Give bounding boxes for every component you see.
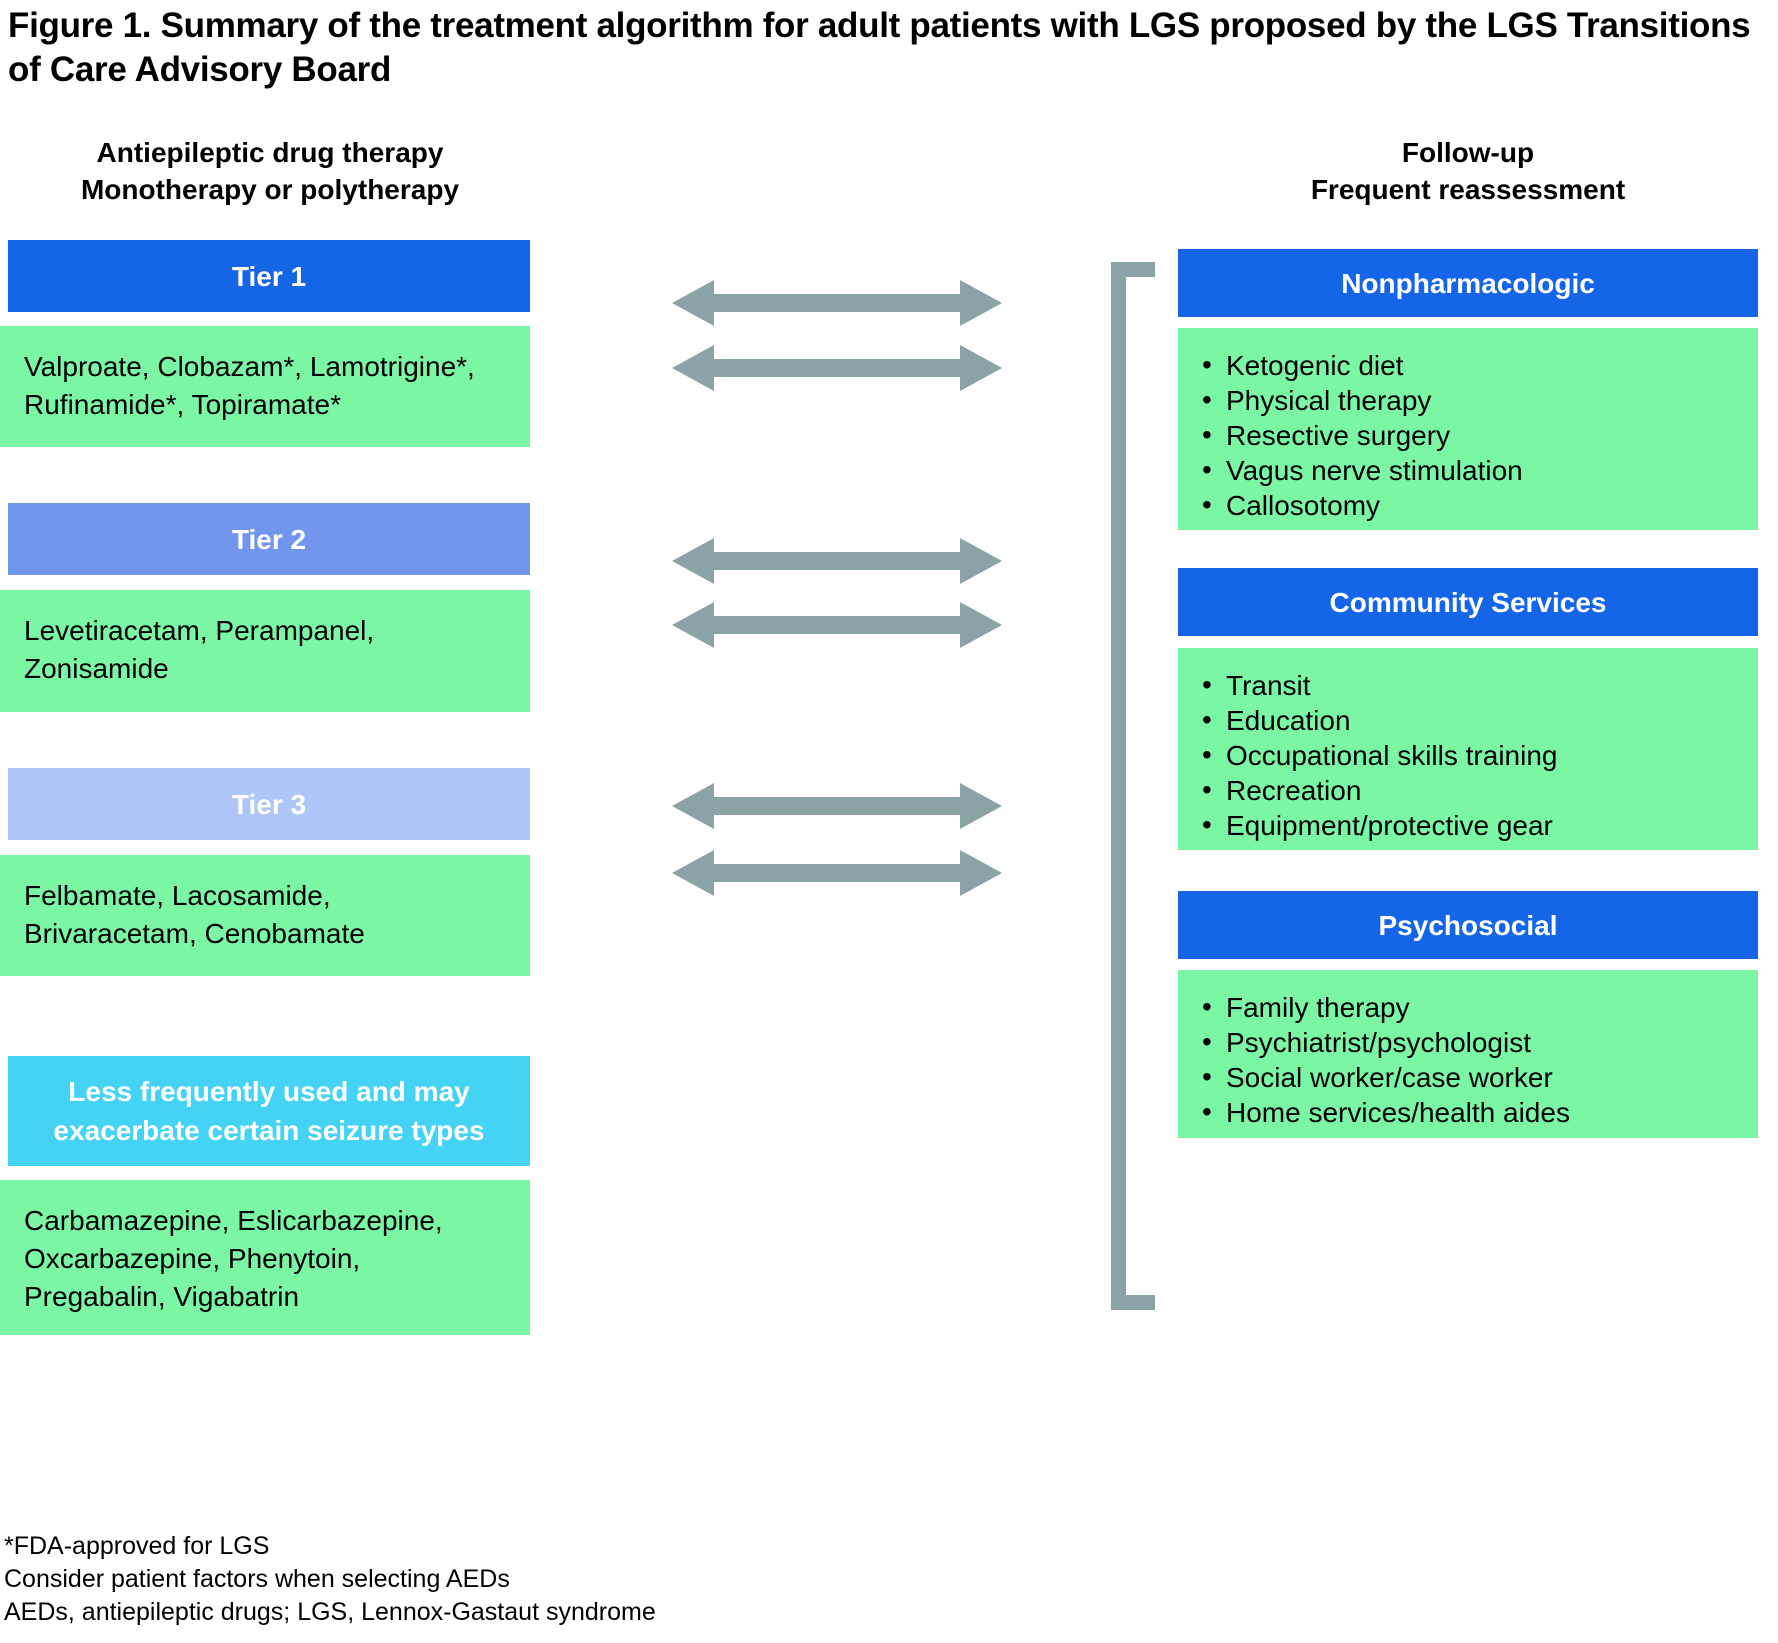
- nonpharmacologic-list-box: Ketogenic diet Physical therapy Resectiv…: [1178, 328, 1758, 530]
- double-arrow-icon: [672, 850, 1002, 896]
- community-services-list-box: Transit Education Occupational skills tr…: [1178, 648, 1758, 850]
- psychosocial-list: Family therapy Psychiatrist/psychologist…: [1178, 970, 1758, 1130]
- less-frequently-used-title: Less frequently used and may exacerbate …: [8, 1056, 530, 1166]
- psychosocial-header-box: Psychosocial: [1178, 891, 1758, 959]
- double-arrow-icon: [672, 602, 1002, 648]
- double-arrow-icon: [672, 538, 1002, 584]
- list-item: Vagus nerve stimulation: [1200, 452, 1758, 488]
- list-item: Resective surgery: [1200, 417, 1758, 453]
- list-item: Equipment/protective gear: [1200, 807, 1758, 843]
- tier-2-header-box: Tier 2: [8, 503, 530, 575]
- bracket-stem: [1111, 262, 1126, 1310]
- double-arrow-icon: [672, 280, 1002, 326]
- less-frequently-used-header-box: Less frequently used and may exacerbate …: [8, 1056, 530, 1166]
- list-item: Callosotomy: [1200, 487, 1758, 523]
- less-frequently-used-title-line1: Less frequently used and may: [68, 1076, 470, 1107]
- footnotes: *FDA-approved for LGS Consider patient f…: [4, 1530, 904, 1629]
- tier-1-header-box: Tier 1: [8, 240, 530, 312]
- left-column-header: Antiepileptic drug therapy Monotherapy o…: [10, 134, 530, 208]
- psychosocial-list-box: Family therapy Psychiatrist/psychologist…: [1178, 970, 1758, 1138]
- page-title: Figure 1. Summary of the treatment algor…: [8, 6, 1751, 89]
- nonpharmacologic-list: Ketogenic diet Physical therapy Resectiv…: [1178, 328, 1758, 523]
- list-item: Ketogenic diet: [1200, 347, 1758, 383]
- less-frequently-used-drug-list: Carbamazepine, Eslicarbazepine, Oxcarbaz…: [0, 1180, 530, 1335]
- footnote-line: *FDA-approved for LGS: [4, 1532, 270, 1560]
- tier-3-drug-list: Felbamate, Lacosamide, Brivaracetam, Cen…: [0, 855, 530, 976]
- right-column-header-line1: Follow-up: [1401, 137, 1535, 168]
- footnote-line: Consider patient factors when selecting …: [4, 1565, 510, 1593]
- left-column-header-line1: Antiepileptic drug therapy: [96, 137, 444, 168]
- tier-1-drug-list: Valproate, Clobazam*, Lamotrigine*, Rufi…: [0, 326, 530, 447]
- tier-2-drug-list: Levetiracetam, Perampanel, Zonisamide: [0, 590, 530, 712]
- left-column-header-line2: Monotherapy or polytherapy: [80, 174, 460, 205]
- community-services-list: Transit Education Occupational skills tr…: [1178, 648, 1758, 843]
- list-item: Psychiatrist/psychologist: [1200, 1024, 1758, 1060]
- list-item: Home services/health aides: [1200, 1094, 1758, 1130]
- tier-3-header-box: Tier 3: [8, 768, 530, 840]
- footnote-line: AEDs, antiepileptic drugs; LGS, Lennox-G…: [4, 1598, 656, 1626]
- list-item: Occupational skills training: [1200, 737, 1758, 773]
- list-item: Recreation: [1200, 772, 1758, 808]
- double-arrow-icon: [672, 345, 1002, 391]
- list-item: Transit: [1200, 667, 1758, 703]
- right-column-header-line2: Frequent reassessment: [1310, 174, 1626, 205]
- less-frequently-used-title-line2: exacerbate certain seizure types: [53, 1115, 485, 1146]
- community-services-header-box: Community Services: [1178, 568, 1758, 636]
- double-arrow-icon: [672, 783, 1002, 829]
- list-item: Physical therapy: [1200, 382, 1758, 418]
- list-item: Education: [1200, 702, 1758, 738]
- right-column-header: Follow-up Frequent reassessment: [1178, 134, 1758, 208]
- list-item: Family therapy: [1200, 989, 1758, 1025]
- nonpharmacologic-header-box: Nonpharmacologic: [1178, 249, 1758, 317]
- left-bracket-icon: [1103, 262, 1155, 1310]
- bracket-bottom-arm: [1111, 1295, 1155, 1310]
- list-item: Social worker/case worker: [1200, 1059, 1758, 1095]
